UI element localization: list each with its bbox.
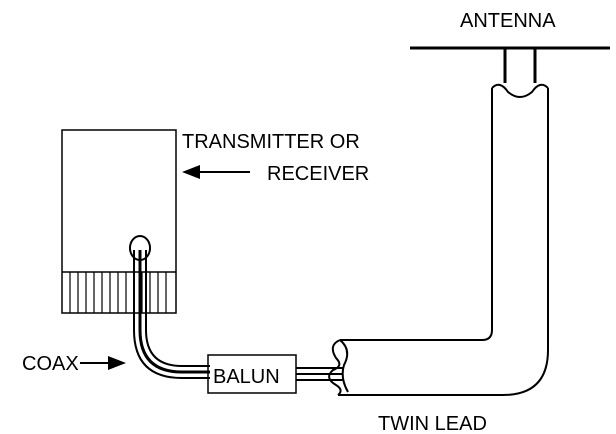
- antenna: [410, 46, 610, 83]
- twin-lead-end-cap-back: [339, 339, 349, 393]
- arrow-icon: [182, 165, 250, 179]
- transmitter-arrow-head: [182, 165, 200, 179]
- transmitter-vents: [69, 272, 167, 313]
- twin-lead-cable: [328, 83, 549, 396]
- coax-label: COAX: [22, 353, 79, 375]
- transmitter-label-line1: TRANSMITTER OR: [182, 131, 360, 153]
- twin-lead-top-cap: [491, 83, 549, 98]
- twin-lead-inner-edge: [340, 88, 493, 341]
- transmitter-label-line2: RECEIVER: [267, 163, 369, 185]
- twin-lead-outer-edge: [338, 88, 549, 396]
- antenna-label: ANTENNA: [460, 10, 556, 32]
- twin-lead-end-cap: [328, 339, 342, 396]
- balun-wires: [296, 367, 343, 381]
- balun: [207, 354, 297, 394]
- coax-cable: [133, 250, 210, 379]
- balun-label: BALUN: [213, 366, 280, 388]
- coax-arrow-icon: [80, 356, 126, 370]
- transmitter-body: [61, 129, 177, 314]
- coax-arrow-head: [108, 356, 126, 370]
- balun-box: [207, 354, 297, 394]
- transmitter-box: [61, 129, 177, 314]
- twin-lead-label: TWIN LEAD: [378, 413, 487, 434]
